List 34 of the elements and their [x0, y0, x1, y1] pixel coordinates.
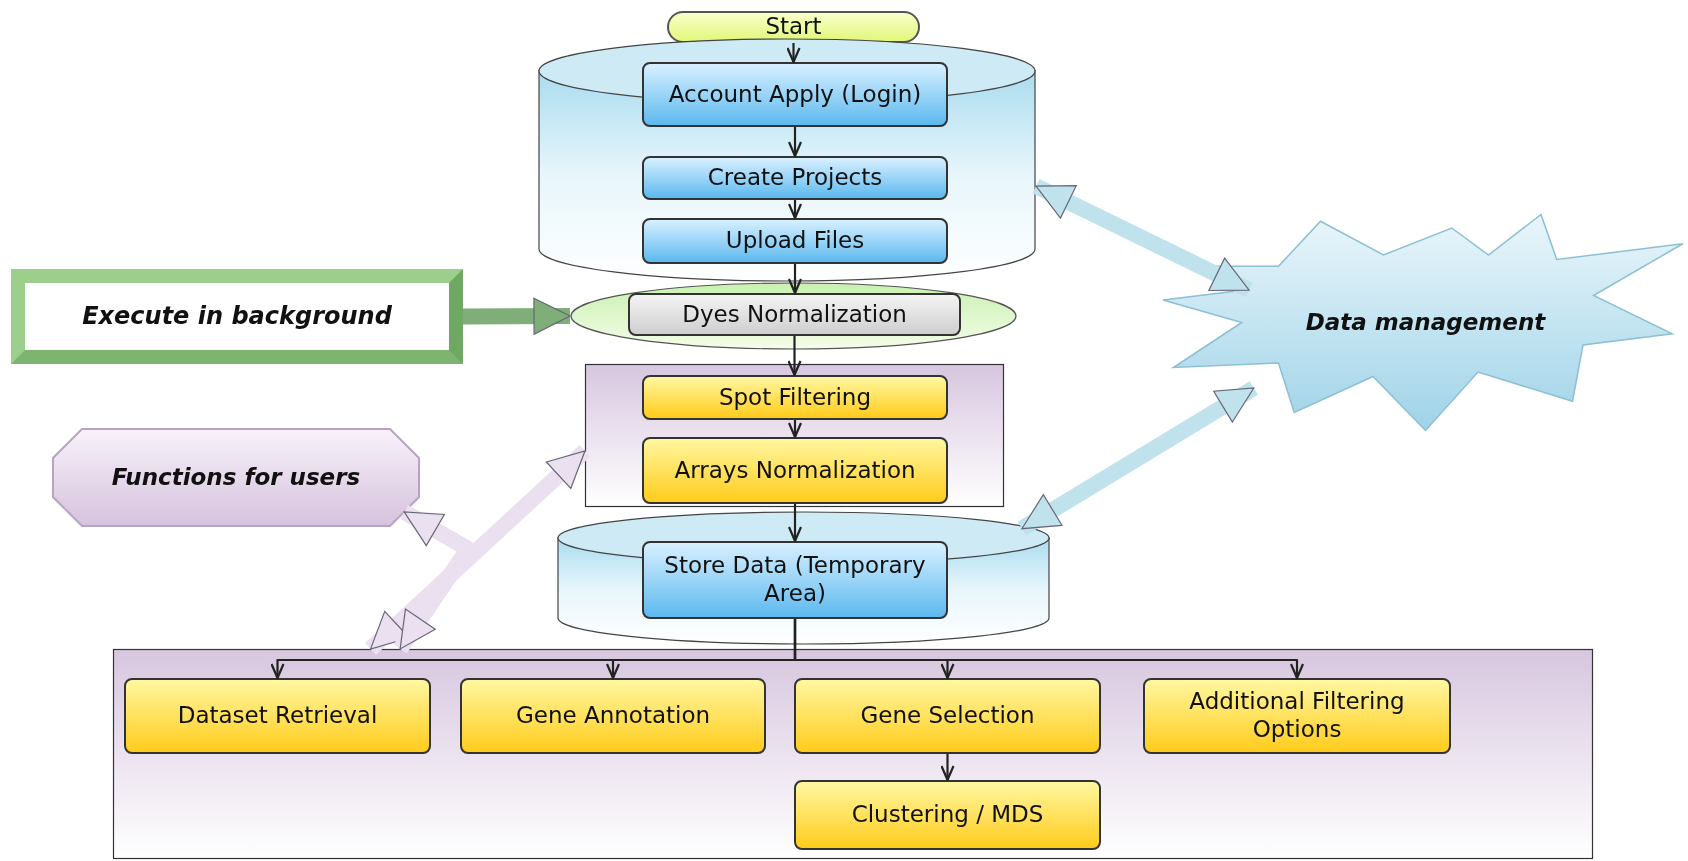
block-arrow — [1017, 381, 1258, 536]
process-box: Gene Annotation — [460, 678, 766, 754]
group-panel — [585, 364, 1004, 507]
database-cylinder — [538, 38, 1036, 282]
start-terminal: Start — [667, 11, 920, 43]
process-box: Store Data (Temporary Area) — [642, 541, 948, 619]
process-box: Additional Filtering Options — [1143, 678, 1451, 754]
process-box: Upload Files — [642, 218, 948, 264]
process-box: Arrays Normalization — [642, 437, 948, 504]
arrow — [787, 200, 803, 220]
arrow — [787, 420, 803, 439]
arrow — [793, 619, 1305, 680]
process-box: Create Projects — [642, 156, 948, 200]
background-task-banner: Execute in background — [11, 269, 463, 364]
arrow — [787, 264, 803, 295]
ellipse-band — [570, 282, 1017, 350]
arrow — [787, 336, 802, 377]
arrow — [787, 504, 803, 543]
block-arrow — [1032, 178, 1253, 298]
process-box: Account Apply (Login) — [642, 62, 948, 127]
process-box: Gene Selection — [794, 678, 1101, 754]
block-arrow — [393, 505, 476, 654]
arrow — [787, 127, 803, 158]
block-arrow — [462, 297, 571, 335]
process-box: Clustering / MDS — [794, 780, 1101, 850]
arrow — [940, 754, 955, 782]
group-panel — [113, 649, 1593, 859]
process-box: Dyes Normalization — [628, 293, 961, 336]
process-box: Spot Filtering — [642, 375, 948, 420]
process-box: Dataset Retrieval — [124, 678, 431, 754]
octagon-banner: Functions for users — [52, 428, 420, 527]
block-arrow — [365, 444, 591, 655]
arrow — [786, 43, 801, 64]
database-cylinder — [557, 511, 1050, 645]
